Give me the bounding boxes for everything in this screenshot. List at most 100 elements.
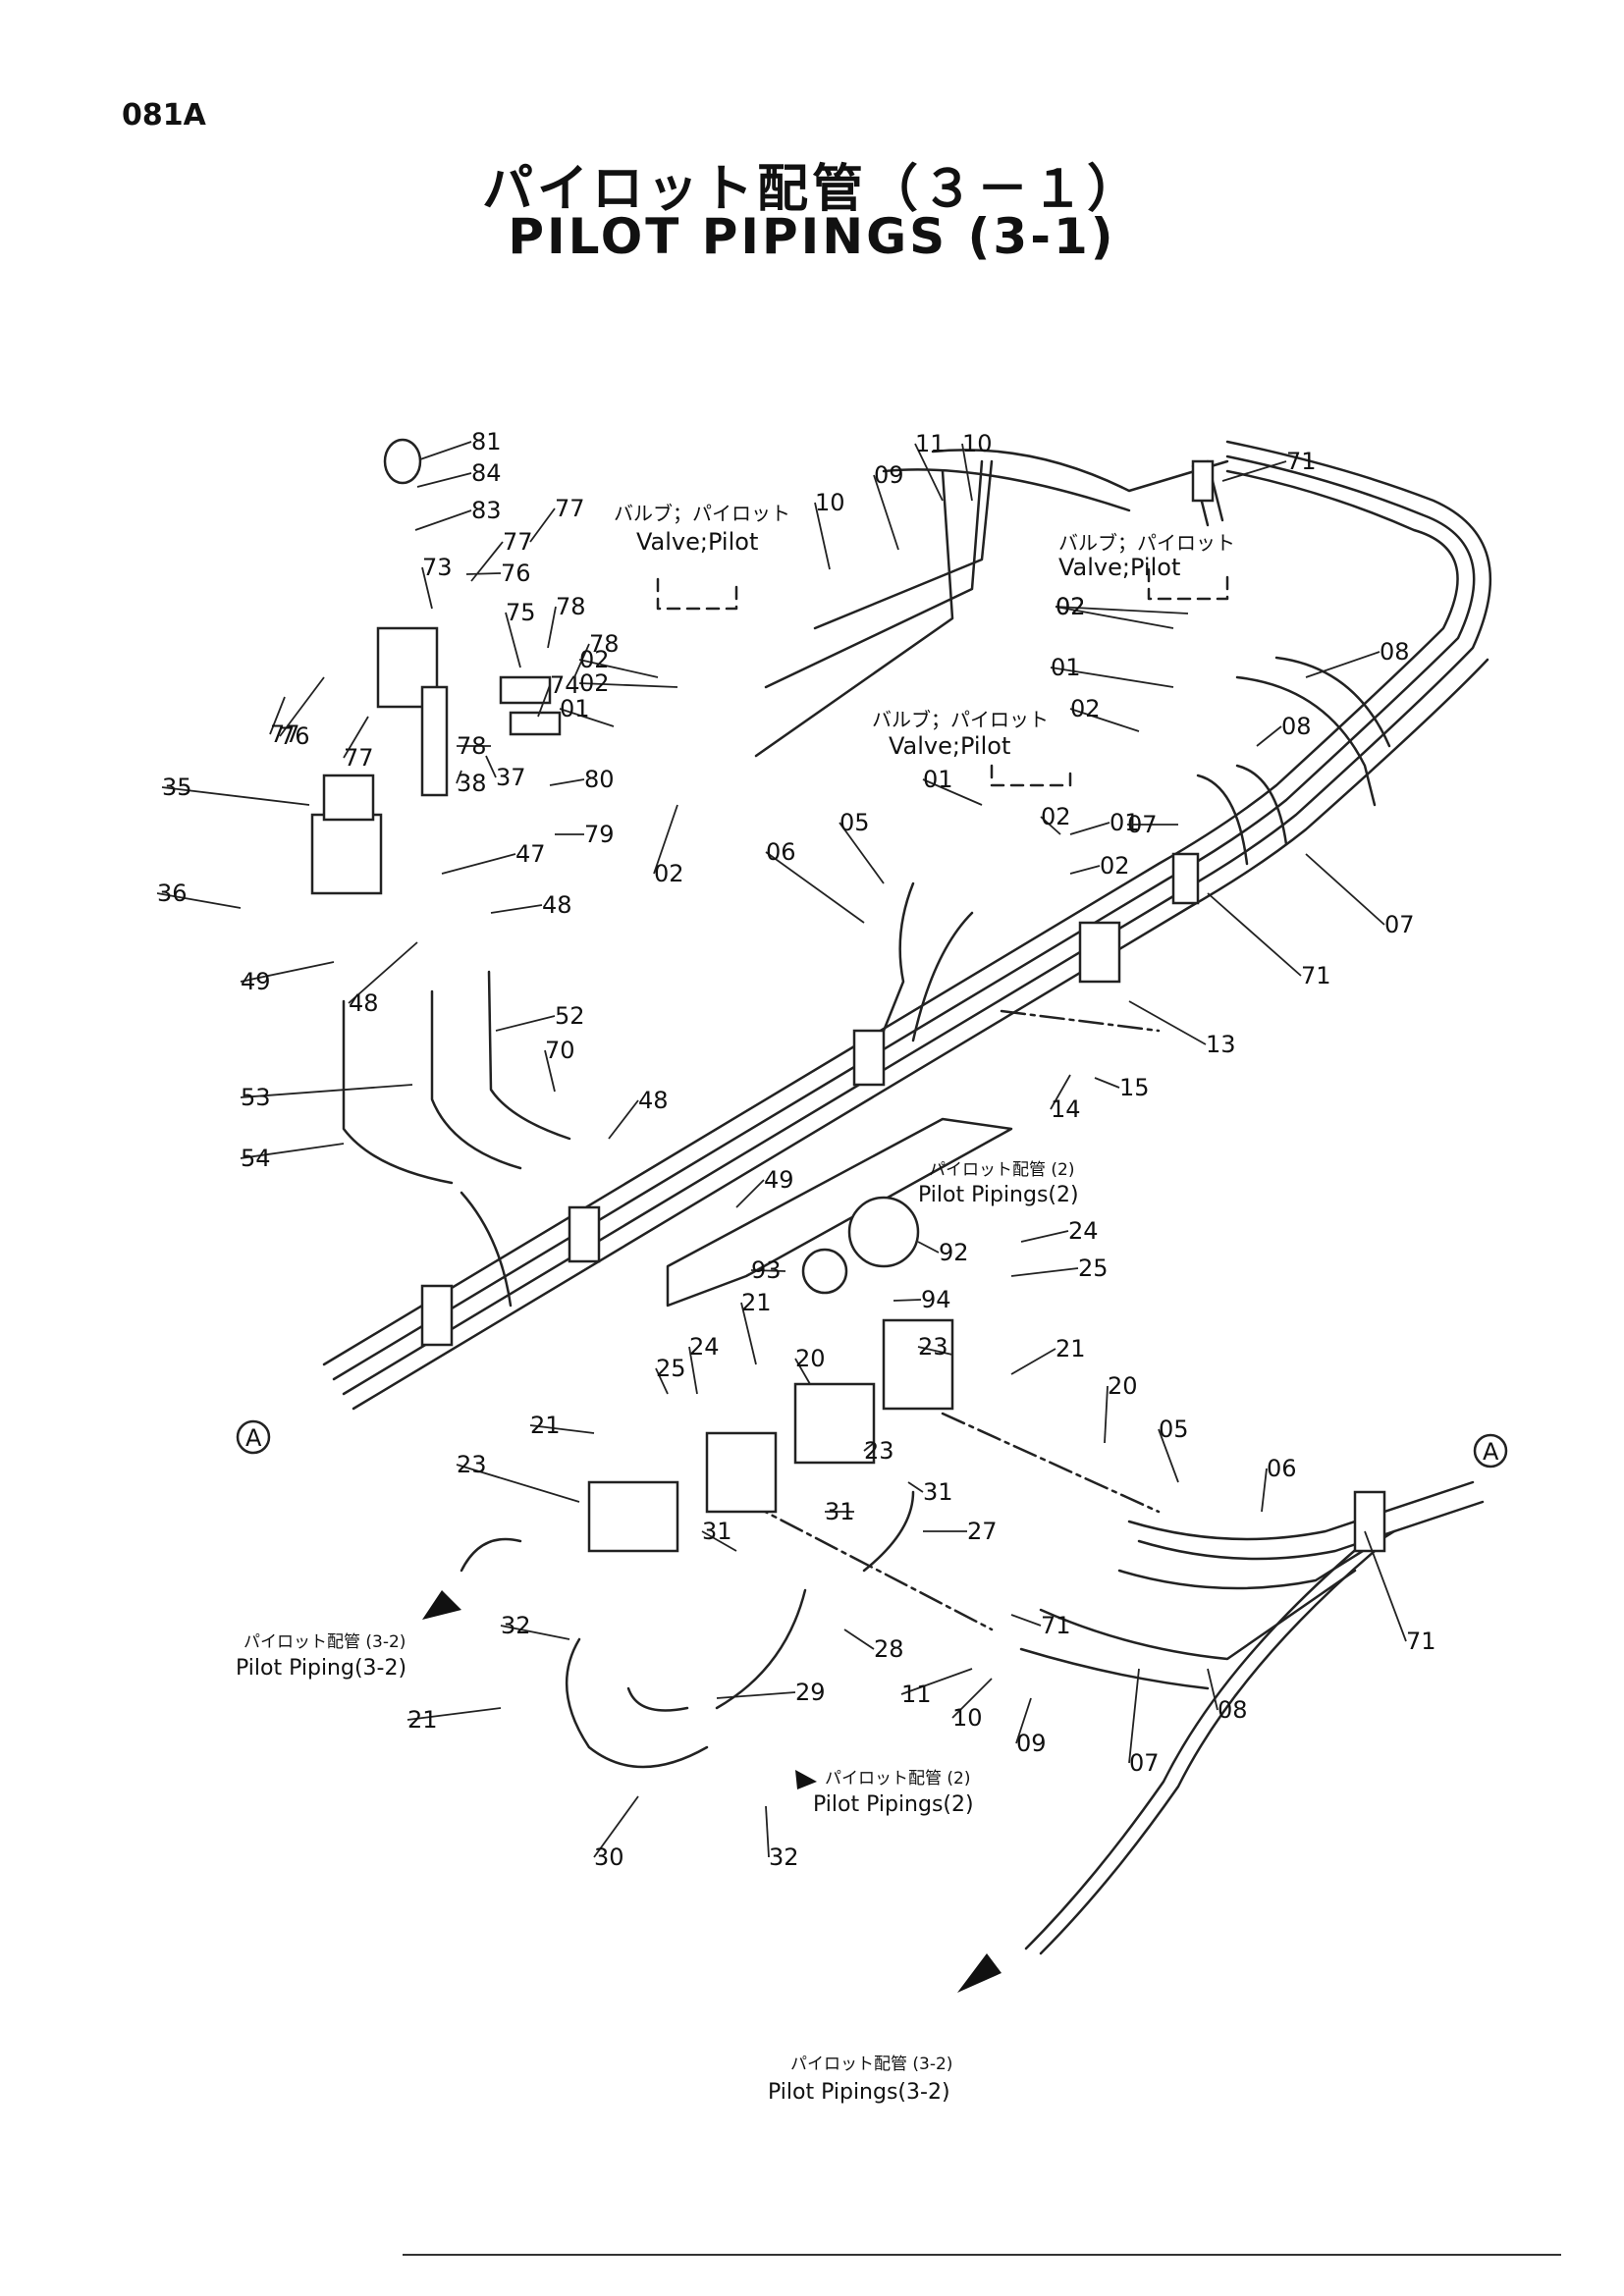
hose-07-b bbox=[1235, 764, 1288, 846]
main-pipe-bundle-4 bbox=[352, 658, 1489, 1411]
lower-bundle-3 bbox=[1117, 1529, 1396, 1590]
callout-label: 15 bbox=[1119, 1074, 1150, 1101]
callout-label: 25 bbox=[656, 1355, 686, 1382]
leader-line bbox=[279, 676, 325, 737]
footer-rule bbox=[403, 2254, 1561, 2256]
callout-label: 08 bbox=[1218, 1696, 1248, 1724]
clamp-71-mid bbox=[1171, 852, 1200, 905]
leader-line bbox=[348, 941, 418, 1004]
callout-label: 02 bbox=[654, 860, 684, 887]
title-english: PILOT PIPINGS (3-1) bbox=[508, 208, 1116, 265]
leader-line bbox=[750, 1269, 786, 1272]
leader-line bbox=[414, 509, 472, 531]
callout-label: 36 bbox=[157, 880, 188, 907]
leader-line bbox=[406, 1707, 502, 1721]
leader-line bbox=[547, 606, 557, 649]
clamp-71-left bbox=[420, 1284, 454, 1347]
leader-line bbox=[343, 716, 369, 759]
valve-pilot-center-en: Valve;Pilot bbox=[889, 732, 1010, 760]
valve-bracket-left bbox=[656, 577, 738, 611]
leader-line bbox=[917, 1241, 940, 1254]
leader-line bbox=[549, 778, 585, 786]
hose-53 bbox=[430, 989, 522, 1170]
leader-line bbox=[863, 1442, 875, 1452]
part-81 bbox=[383, 438, 422, 485]
pilot-piping-3-2-left-jp: パイロット配管 (3-2) bbox=[244, 1632, 406, 1652]
main-pipe-bundle-1 bbox=[322, 469, 1459, 1366]
leader-line bbox=[716, 1691, 796, 1699]
callout-label: 71 bbox=[1041, 1612, 1071, 1639]
callout-label: 32 bbox=[501, 1612, 531, 1639]
callout-label: 28 bbox=[874, 1635, 904, 1663]
leader-line bbox=[1055, 606, 1174, 629]
hose-54 bbox=[342, 999, 454, 1185]
pilot-pipings-3-2-bottom-en: Pilot Pipings(3-2) bbox=[768, 2080, 950, 2105]
valve-pilot-right-jp: バルブ；パイロット bbox=[1058, 531, 1235, 555]
leader-line bbox=[269, 696, 286, 735]
hose-08-b bbox=[1274, 656, 1391, 748]
leader-line bbox=[240, 1084, 413, 1098]
leader-line bbox=[1050, 667, 1174, 688]
callout-label: 75 bbox=[506, 599, 536, 626]
leader-line bbox=[240, 961, 335, 983]
callout-label: 48 bbox=[349, 989, 379, 1017]
callout-label: 73 bbox=[422, 554, 453, 581]
pipe-27 bbox=[862, 1490, 915, 1573]
callout-label: 01 bbox=[560, 695, 590, 722]
callout-label: 01 bbox=[1051, 654, 1081, 681]
leader-line bbox=[593, 1795, 639, 1858]
block-75 bbox=[499, 675, 552, 705]
leader-line bbox=[914, 443, 944, 502]
lower-bundle-4 bbox=[1039, 1569, 1357, 1661]
callout-label: 02 bbox=[579, 646, 610, 673]
reference-line-1 bbox=[941, 1412, 1161, 1514]
lower-bundle-2 bbox=[1137, 1500, 1485, 1561]
leader-line bbox=[495, 1015, 556, 1032]
leader-line bbox=[490, 904, 543, 914]
callout-label: 78 bbox=[457, 732, 487, 760]
callout-label: 23 bbox=[864, 1437, 894, 1465]
lower-bundle-5 bbox=[1019, 1647, 1210, 1690]
long-hose-inner bbox=[1024, 1544, 1362, 1950]
leader-line bbox=[1207, 1668, 1218, 1711]
callout-label: 84 bbox=[471, 459, 502, 487]
leader-line bbox=[1069, 822, 1110, 835]
leader-line bbox=[537, 684, 551, 718]
callout-label: 08 bbox=[1380, 638, 1410, 666]
leader-line bbox=[421, 566, 433, 610]
leader-line bbox=[465, 572, 502, 575]
leader-line bbox=[505, 612, 521, 668]
callout-label: 77 bbox=[555, 495, 585, 522]
callout-label: 92 bbox=[939, 1239, 969, 1266]
leader-line bbox=[578, 682, 678, 688]
leader-line bbox=[240, 1143, 345, 1159]
callout-label: 24 bbox=[1068, 1217, 1099, 1245]
leader-line bbox=[1015, 1697, 1032, 1744]
lower-bundle-1 bbox=[1127, 1480, 1475, 1541]
arrow-bottom-exit bbox=[957, 1953, 1001, 1993]
pilot-pipings-2-center-en: Pilot Pipings(2) bbox=[918, 1183, 1079, 1207]
valve-bracket-center bbox=[990, 764, 1072, 787]
callout-label: 10 bbox=[952, 1704, 983, 1732]
callout-label: 09 bbox=[874, 461, 904, 489]
pipe-28 bbox=[715, 1588, 807, 1710]
leader-line bbox=[578, 659, 659, 678]
clamp-mid-2 bbox=[568, 1205, 601, 1263]
callout-label: 37 bbox=[496, 764, 526, 791]
callout-label: 78 bbox=[589, 630, 620, 658]
hose-06 bbox=[911, 911, 974, 1042]
callout-label: 54 bbox=[241, 1145, 271, 1172]
part-93 bbox=[801, 1248, 848, 1295]
leader-line bbox=[1010, 1267, 1079, 1277]
callout-label: 07 bbox=[1129, 1749, 1160, 1777]
callout-label: 83 bbox=[471, 497, 502, 524]
ref-circle-a-left bbox=[236, 1419, 271, 1455]
callout-label: 80 bbox=[584, 766, 615, 793]
leader-line bbox=[529, 1424, 595, 1434]
clamp-mid-1 bbox=[852, 1029, 886, 1087]
leader-line bbox=[1069, 865, 1101, 875]
leader-line bbox=[1207, 892, 1302, 977]
callout-label: 14 bbox=[1051, 1095, 1081, 1123]
callout-label: 49 bbox=[241, 968, 271, 995]
leader-line bbox=[1305, 853, 1385, 926]
